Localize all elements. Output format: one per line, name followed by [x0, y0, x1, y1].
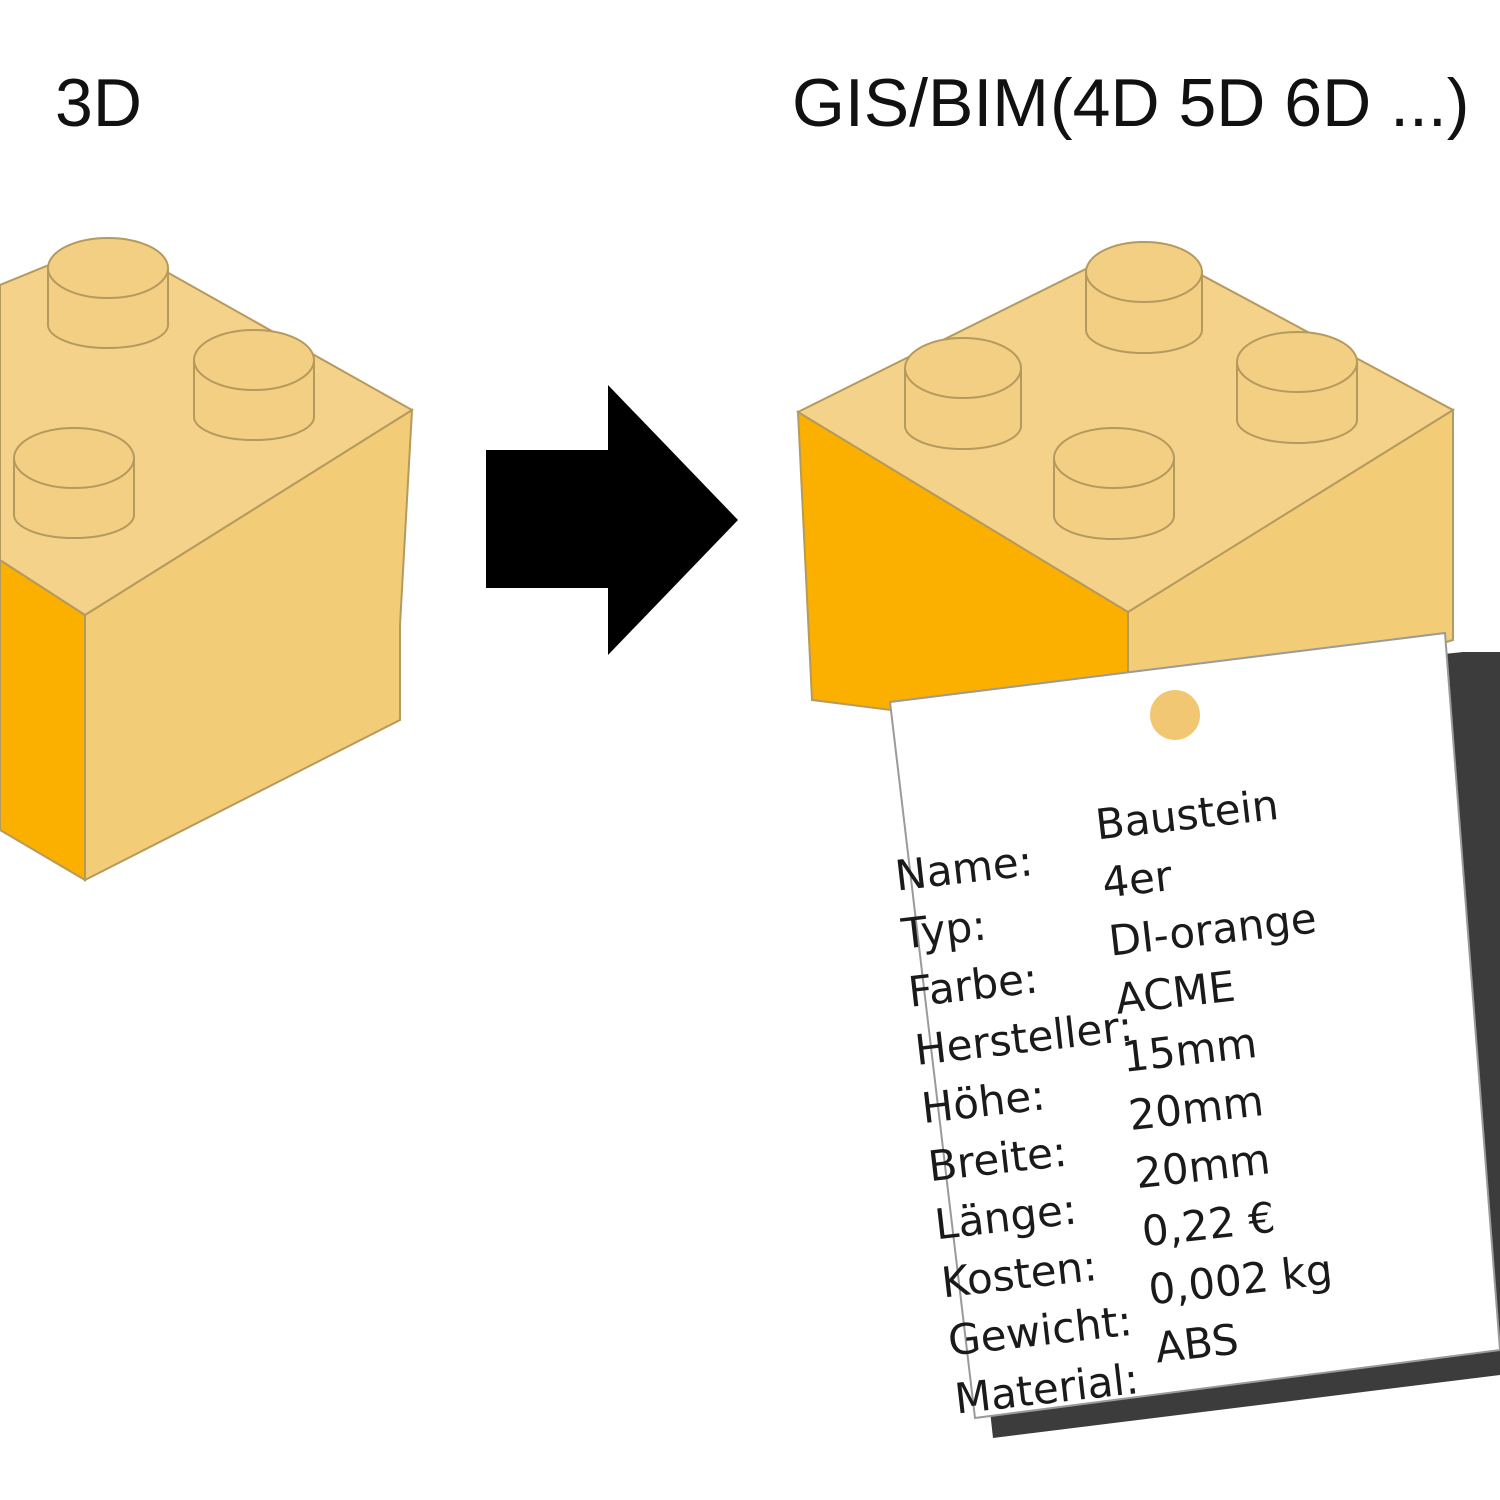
brick-3d — [0, 237, 414, 882]
stud-icon — [1085, 241, 1203, 354]
tag-value: ABS — [1153, 1314, 1241, 1372]
label-3d: 3D — [55, 65, 142, 141]
tag-attribute-list: Name:BausteinTyp:4erFarbe:DI-orangeHerst… — [892, 780, 1334, 1424]
brick-bim — [795, 240, 1455, 742]
label-dimensions: (4D 5D 6D ...) — [1050, 65, 1469, 141]
tag-card — [888, 631, 1500, 1420]
tag-hole — [1150, 690, 1200, 740]
stud-icon — [13, 427, 135, 539]
attribute-tag: Name:BausteinTyp:4erFarbe:DI-orangeHerst… — [888, 631, 1500, 1438]
tag-value: 4er — [1100, 851, 1176, 908]
label-gis-bim: GIS/BIM — [792, 65, 1049, 141]
stud-icon — [1053, 427, 1175, 540]
tag-key: Typ: — [898, 900, 989, 958]
arrow-right-icon — [486, 385, 738, 655]
stud-icon — [1236, 331, 1358, 444]
brick-3d-left-face — [0, 558, 86, 882]
stud-icon — [193, 329, 315, 441]
stud-icon — [47, 237, 169, 349]
stud-icon — [904, 337, 1022, 450]
